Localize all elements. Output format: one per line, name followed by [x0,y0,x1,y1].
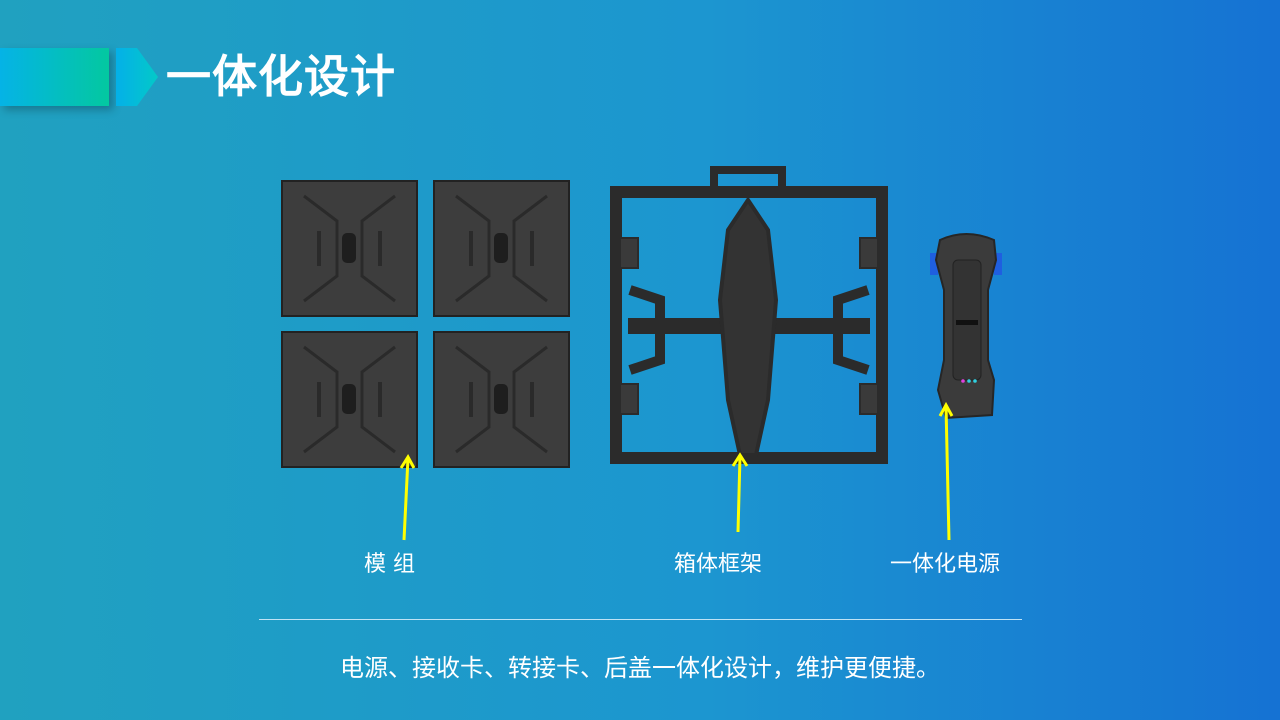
pointer-arrows [399,401,954,541]
divider [259,619,1022,620]
power-supply-unit [930,233,1002,420]
module-panel-1 [280,179,419,318]
label-integrated-power: 一体化电源 [890,552,1001,577]
label-module: 模 组 [364,552,415,577]
header-accent-bar [0,48,109,106]
cabinet-frame [610,166,888,464]
module-panel-2 [432,179,571,318]
module-panel-4 [432,330,571,469]
module-panel-3 [280,330,419,469]
footer-caption: 电源、接收卡、转接卡、后盖一体化设计，维护更便捷。 [340,654,940,682]
label-cabinet-frame: 箱体框架 [674,552,763,577]
page-title: 一体化设计 [166,50,397,103]
